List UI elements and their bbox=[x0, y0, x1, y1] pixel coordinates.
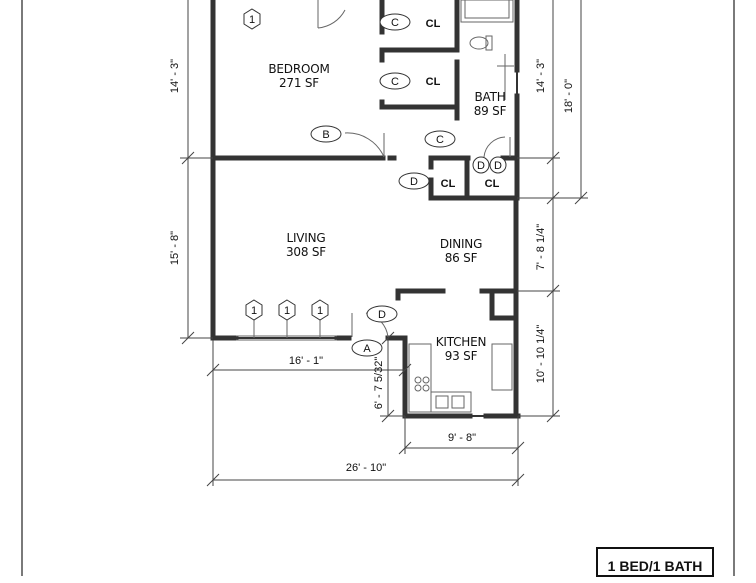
unit-type-title: 1 BED/1 BATH bbox=[596, 547, 714, 577]
dim-kitchen-height: 10' - 10 1/4" bbox=[535, 325, 547, 384]
closet-label-4: CL bbox=[485, 178, 500, 190]
door-tag-b: B bbox=[322, 129, 329, 141]
dim-living-height: 15' - 8" bbox=[169, 231, 181, 265]
window-tag-1: 1 bbox=[249, 14, 255, 26]
room-area-bedroom: 271 SF bbox=[279, 76, 319, 90]
door-tag-c-3: C bbox=[436, 134, 444, 146]
closet-label-3: CL bbox=[441, 178, 456, 190]
window-tags bbox=[243, 8, 329, 321]
closet-label-2: CL bbox=[426, 76, 441, 88]
dim-living-width: 16' - 1" bbox=[289, 355, 323, 367]
room-name-bedroom: BEDROOM bbox=[268, 62, 329, 76]
room-name-bath: BATH bbox=[474, 90, 505, 104]
room-area-kitchen: 93 SF bbox=[445, 349, 478, 363]
door-tags bbox=[310, 13, 507, 357]
walls bbox=[210, 0, 521, 419]
dim-total-right-height: 18' - 0" bbox=[563, 79, 575, 113]
closet-label-1: CL bbox=[426, 18, 441, 30]
dim-dining-height: 7' - 8 1/4" bbox=[535, 224, 547, 270]
dim-entry-height: 6' - 7 5/32" bbox=[373, 357, 385, 410]
dim-bath-height: 14' - 3" bbox=[535, 59, 547, 93]
room-area-bath: 89 SF bbox=[474, 104, 507, 118]
dimension-lines bbox=[180, 0, 588, 487]
door-tag-a: A bbox=[363, 343, 371, 355]
window-tag-2: 1 bbox=[251, 305, 257, 317]
sheet-border bbox=[21, 0, 735, 576]
room-name-dining: DINING bbox=[440, 237, 482, 251]
door-tag-d-3: D bbox=[477, 160, 485, 172]
room-name-living: LIVING bbox=[286, 231, 325, 245]
window-tag-3: 1 bbox=[284, 305, 290, 317]
door-tag-d-2: D bbox=[378, 309, 386, 321]
window-tag-4: 1 bbox=[317, 305, 323, 317]
dim-bedroom-height: 14' - 3" bbox=[169, 59, 181, 93]
room-area-living: 308 SF bbox=[286, 245, 326, 259]
room-name-kitchen: KITCHEN bbox=[436, 335, 487, 349]
door-tag-c-2: C bbox=[391, 76, 399, 88]
door-tag-c-1: C bbox=[391, 17, 399, 29]
dim-kitchen-width: 9' - 8" bbox=[448, 432, 476, 444]
room-area-dining: 86 SF bbox=[445, 251, 478, 265]
door-tag-d-4: D bbox=[494, 160, 502, 172]
dim-total-width: 26' - 10" bbox=[346, 462, 386, 474]
door-tag-d-1: D bbox=[410, 176, 418, 188]
